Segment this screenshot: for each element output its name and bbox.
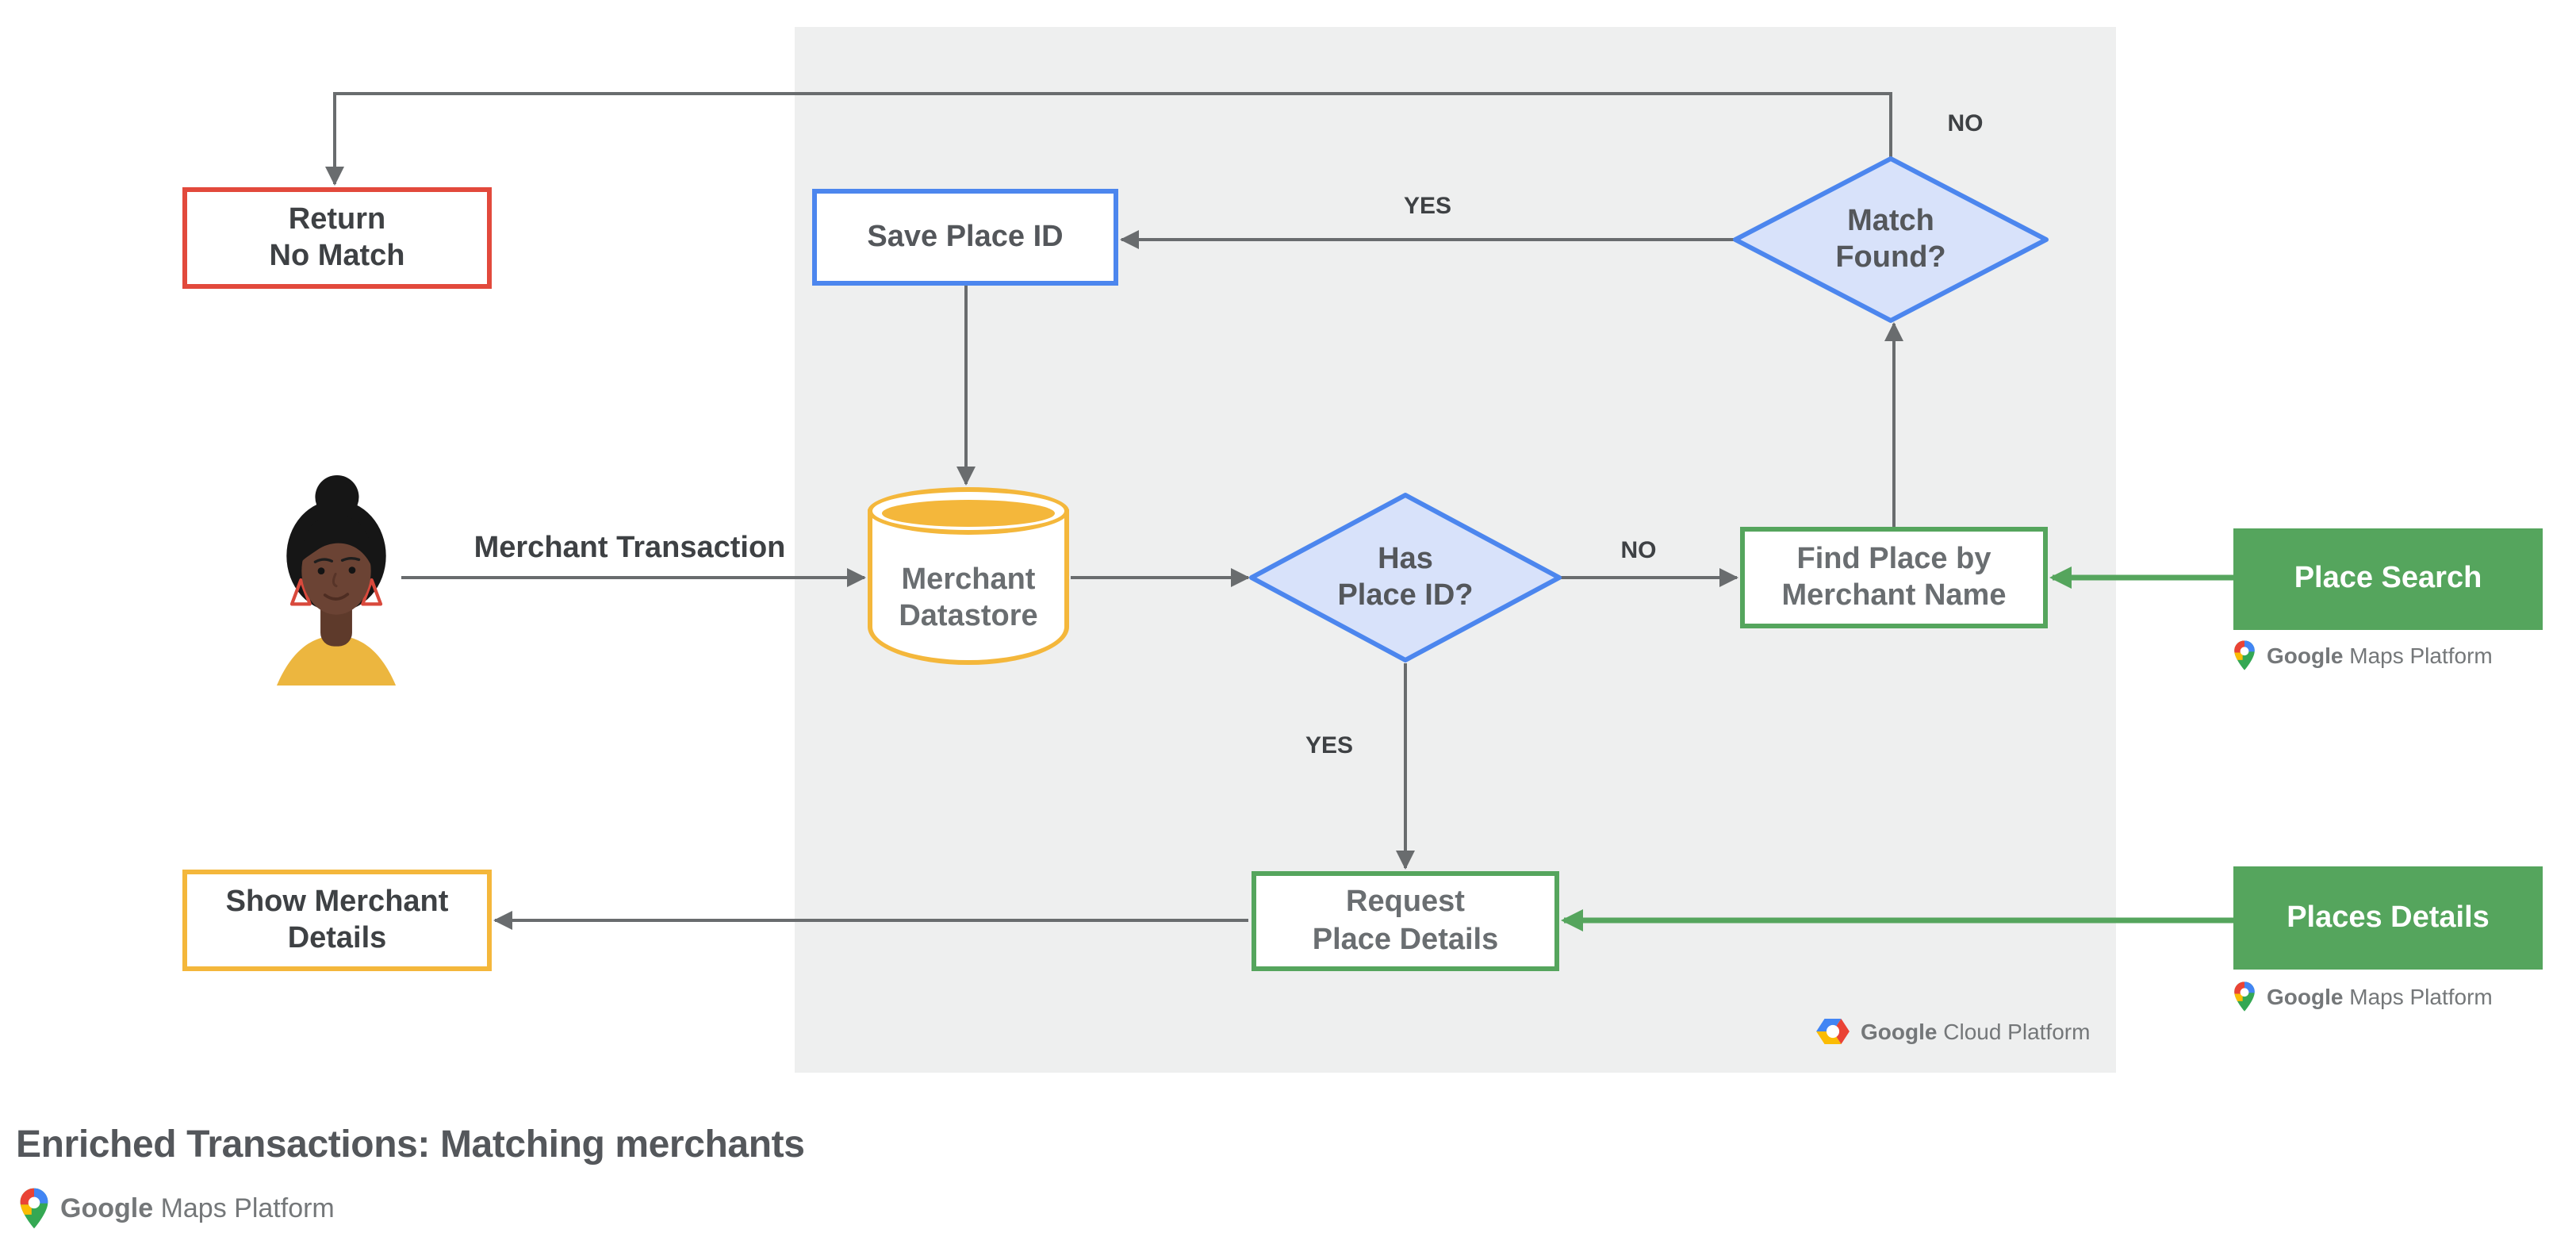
gmp-logo-text-bold: Google [60,1192,154,1223]
avatar-shirt [276,636,397,686]
gmp-logo-text-rest: Maps Platform [153,1192,335,1223]
decision-diamond-shape [1249,493,1562,662]
node-label-return-no-match: Return No Match [269,202,405,273]
gcp-logo: Google Cloud Platform [1816,1017,2090,1046]
avatar-mouth [323,593,350,601]
avatar-face [301,527,371,615]
api-label-place-search: Place Search [2294,562,2482,596]
avatar-earring-right [361,578,383,606]
avatar-eye-left [317,567,325,574]
node-label-save-place-id: Save Place ID [867,220,1064,254]
avatar-eyebrow-right [340,556,361,563]
gcp-logo-text-rest: Cloud Platform [1937,1019,2091,1044]
node-label-match-found: Match Found? [1835,204,1946,275]
node-label-has-place-id: Has Place ID? [1337,542,1474,613]
edge-label-merchant-transaction: Merchant Transaction [473,532,786,565]
gmp-logo-footer: Google Maps Platform [19,1187,335,1230]
node-has-place-id: Has Place ID? [1245,489,1566,666]
gcp-hexagon-icon [1816,1018,1850,1045]
avatar-hair-bun [315,474,359,520]
edge-label-yes-top: YES [1403,193,1452,220]
api-box-places-details: Places Details [2233,866,2543,970]
gmp-logo-places-details: Google Maps Platform [2233,981,2493,1012]
user-avatar [276,474,397,686]
datastore-cylinder-body [868,509,1069,665]
edge-label-no-right: NO [1620,537,1657,564]
avatar-eye-right [348,566,356,574]
gmp-logo-text-bold: Google [2267,984,2344,1009]
node-merchant-datastore: Merchant Datastore [868,487,1069,665]
api-label-places-details: Places Details [2287,901,2490,935]
node-label-find-place: Find Place by Merchant Name [1781,542,2007,613]
node-find-place-by-merchant-name: Find Place by Merchant Name [1740,527,2048,628]
gmp-logo-text-rest: Maps Platform [2343,643,2493,668]
gmp-logo-text-bold: Google [2267,643,2344,668]
node-save-place-id: Save Place ID [812,189,1118,286]
node-label-merchant-datastore: Merchant Datastore [899,563,1038,633]
gmp-logo-place-search: Google Maps Platform [2233,639,2493,671]
node-label-request-place-details: Request Place Details [1312,885,1499,956]
gmp-logo-text-rest: Maps Platform [2343,984,2493,1009]
gcp-logo-text-bold: Google [1861,1019,1938,1044]
node-return-no-match: Return No Match [182,187,492,289]
edge-label-yes-down: YES [1305,732,1354,759]
decision-diamond-shape [1733,156,2049,323]
edge-label-no-top: NO [1947,110,1984,137]
node-request-place-details: Request Place Details [1252,871,1559,971]
maps-pin-icon [20,1188,48,1229]
avatar-fringe [301,515,371,565]
node-show-merchant-details: Show Merchant Details [182,870,492,971]
avatar-eyebrow-left [313,558,334,563]
maps-pin-icon [2234,640,2255,670]
datastore-cylinder-lid [868,487,1069,535]
api-box-place-search: Place Search [2233,528,2543,630]
avatar-earring-left [289,578,312,606]
avatar-nose [332,572,338,588]
node-match-found: Match Found? [1729,152,2053,327]
node-label-show-merchant-details: Show Merchant Details [225,885,449,955]
diagram-title: Enriched Transactions: Matching merchant… [16,1123,805,1166]
maps-pin-icon [2234,981,2255,1012]
